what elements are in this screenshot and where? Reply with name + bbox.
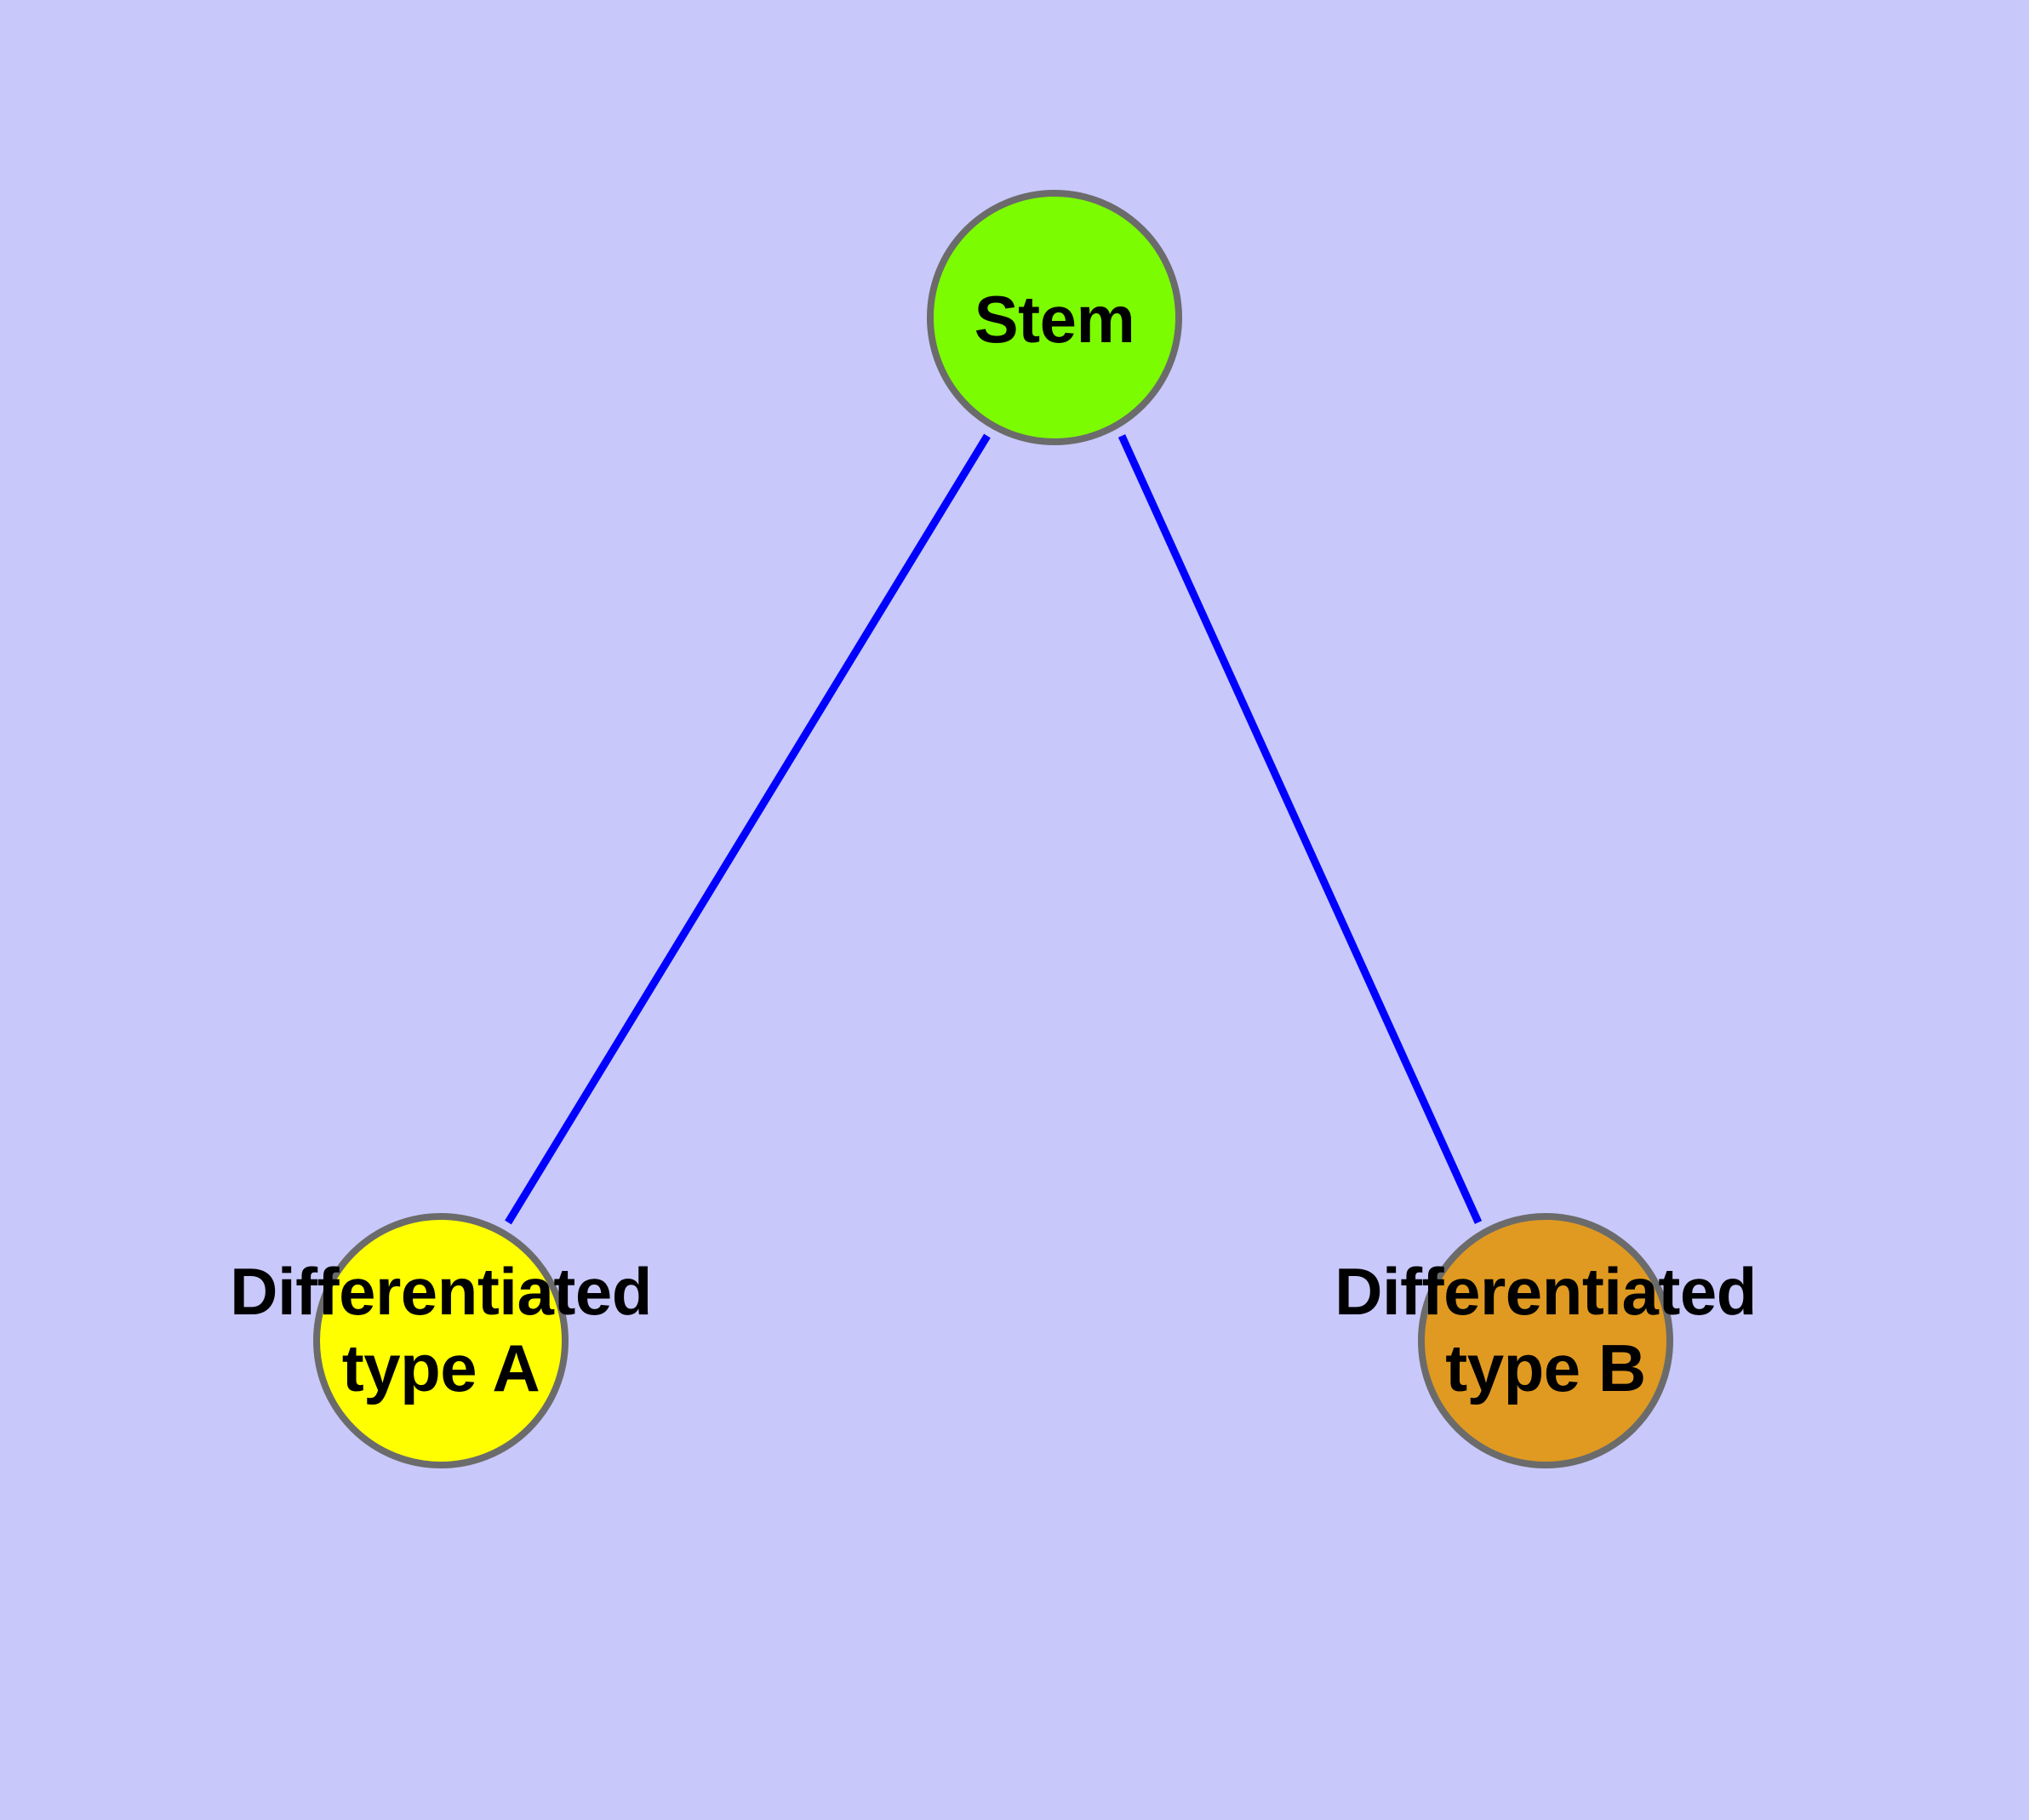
edge-stem-to-differentiated-type-a[interactable] (505, 433, 991, 1225)
node-differentiated-type-a[interactable] (313, 1213, 569, 1468)
node-differentiated-type-b[interactable] (1418, 1213, 1673, 1468)
node-stem[interactable] (927, 190, 1182, 445)
edge-stem-to-differentiated-type-b[interactable] (1117, 434, 1483, 1224)
